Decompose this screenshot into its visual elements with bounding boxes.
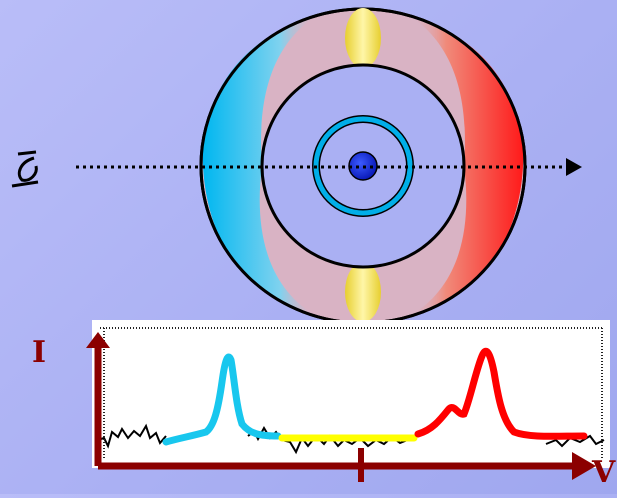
intensity-axis-label: I — [32, 335, 47, 370]
spectrum-panel — [92, 320, 610, 468]
blue-emission-line — [162, 353, 282, 446]
velocity-axis-arrow — [572, 452, 596, 480]
bottom-jet-lobe — [345, 262, 381, 322]
approaching-side-crescent — [202, 18, 313, 314]
spectrum-noise-right — [545, 434, 605, 448]
spectrum-noise-left — [97, 423, 167, 449]
velocity-axis-label: V — [592, 455, 616, 490]
eye-icon — [11, 150, 39, 188]
line-of-sight-arrow — [566, 158, 582, 176]
intensity-axis-arrow — [86, 332, 110, 348]
spectrum-plot — [97, 327, 605, 460]
top-jet-lobe — [345, 8, 381, 68]
red-emission-line — [414, 347, 588, 440]
